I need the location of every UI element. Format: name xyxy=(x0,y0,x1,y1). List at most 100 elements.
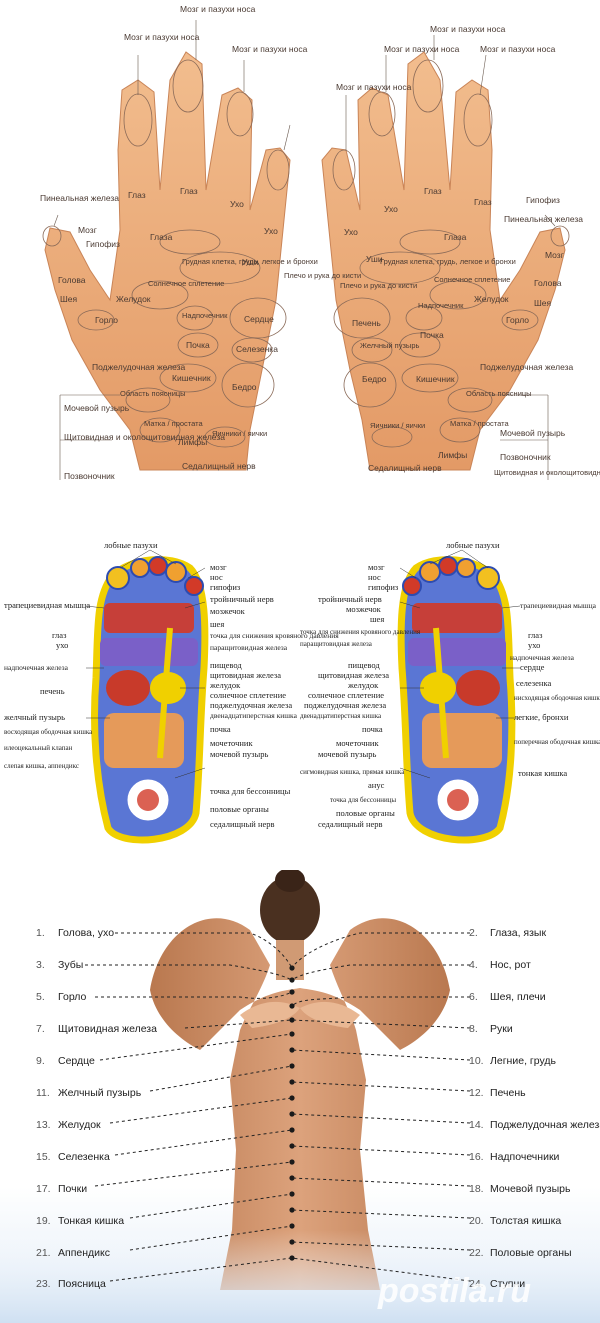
hand-label: Матка / простата xyxy=(144,419,204,428)
foot-label: нос xyxy=(368,572,381,582)
foot-label: двенадцатиперстная кишка xyxy=(300,712,382,720)
foot-label: мочевой пузырь xyxy=(318,749,376,759)
hand-label: Мозг xyxy=(545,250,564,260)
hand-label: Лимфы xyxy=(178,437,207,447)
hand-label: Мочевой пузырь xyxy=(64,403,130,413)
spine-item-label: Руки xyxy=(490,1023,513,1035)
hand-label: Печень xyxy=(352,318,381,328)
spine-item-number: 14. xyxy=(469,1119,484,1131)
spine-item-number: 8. xyxy=(469,1023,478,1035)
spine-item-label: Желчный пузырь xyxy=(58,1087,142,1099)
foot-label: желудок xyxy=(209,680,241,690)
hands-drawing: Мозг и пазухи носа Мозг и пазухи носа Мо… xyxy=(40,4,600,481)
hand-label: Сердце xyxy=(244,314,274,324)
spine-item-number: 18. xyxy=(469,1183,484,1195)
foot-label: мочеточник xyxy=(210,738,253,748)
foot-label: сердце xyxy=(520,662,545,672)
spine-item-number: 6. xyxy=(469,991,478,1003)
right-foot xyxy=(397,556,516,844)
spine-item-number: 4. xyxy=(469,959,478,971)
back-figure xyxy=(150,870,450,1290)
hand-label: Гипофиз xyxy=(86,239,120,249)
foot-label: паращитовидная железа xyxy=(210,643,288,652)
spine-item-number: 19. xyxy=(36,1215,51,1227)
spine-item-number: 3. xyxy=(36,959,45,971)
hand-label: Глаза xyxy=(150,232,173,242)
foot-label: пищевод xyxy=(210,660,242,670)
foot-leader-lines xyxy=(85,549,521,779)
hand-label: Желчный пузырь xyxy=(360,341,419,350)
foot-label: селезенка xyxy=(516,678,551,688)
hand-label: Седалищный нерв xyxy=(368,463,442,473)
foot-label: точка для бессонницы xyxy=(330,796,396,804)
hand-label: Глаз xyxy=(128,190,146,200)
foot-label: точка для снижения кровяного давления xyxy=(300,628,421,636)
spine-item-number: 22. xyxy=(469,1247,484,1259)
spine-item-label: Ступни xyxy=(490,1278,525,1290)
hand-label: Область поясницы xyxy=(466,389,532,398)
hand-label: Поджелудочная железа xyxy=(480,362,574,372)
left-hand-labels: Мозг и пазухи носа Мозг и пазухи носа Мо… xyxy=(40,4,361,481)
hand-label: Шея xyxy=(60,294,78,304)
hand-label: Глаз xyxy=(180,186,198,196)
spine-item-number: 5. xyxy=(36,991,45,1003)
hand-label: Мозг и пазухи носа xyxy=(232,44,308,54)
foot-label: почка xyxy=(362,724,383,734)
spine-dots xyxy=(289,965,295,1261)
hand-label: Почка xyxy=(186,340,210,350)
foot-label: половые органы xyxy=(336,808,395,818)
hand-reflexology-diagram: Мозг и пазухи носа Мозг и пазухи носа Мо… xyxy=(0,0,600,515)
hand-label: Поджелудочная железа xyxy=(92,362,186,372)
foot-label: пищевод xyxy=(348,660,380,670)
hand-label: Надпочечник xyxy=(182,311,228,320)
foot-label: желчный пузырь xyxy=(3,712,65,722)
foot-label: желудок xyxy=(347,680,379,690)
hand-label: Ухо xyxy=(264,226,278,236)
hand-label: Грудная клетка, грудь, легкое и бронхи xyxy=(182,257,318,266)
foot-label: легкие, бронхи xyxy=(514,712,569,722)
foot-label: поперечная ободочная кишка xyxy=(514,738,600,746)
hand-label: Мозг и пазухи носа xyxy=(480,44,556,54)
hand-label: Мозг и пазухи носа xyxy=(180,4,256,14)
hand-label: Горло xyxy=(95,315,118,325)
foot-label: мозжечок xyxy=(210,606,246,616)
hand-label: Бедро xyxy=(232,382,257,392)
spine-item-label: Толстая кишка xyxy=(490,1215,561,1227)
hand-label: Глаз xyxy=(424,186,442,196)
hand-label: Бедро xyxy=(362,374,387,384)
spine-item-label: Аппендикс xyxy=(58,1247,110,1259)
hand-label: Надпочечник xyxy=(418,301,464,310)
foot-label: сигмовидная кишка, прямая кишка xyxy=(300,768,405,776)
foot-label: слепая кишка, аппендикс xyxy=(4,762,79,770)
hand-label: Плечо и рука до кисти xyxy=(340,281,417,290)
foot-label: тройничный нерв xyxy=(318,594,382,604)
spine-item-number: 15. xyxy=(36,1151,51,1163)
spine-connectors xyxy=(85,932,471,1282)
foot-label: гипофиз xyxy=(210,582,241,592)
hand-label: Горло xyxy=(506,315,529,325)
hand-label: Щитовидная и околощитовидная железа xyxy=(494,468,600,477)
spine-item-number: 21. xyxy=(36,1247,51,1259)
hand-label: Позвоночник xyxy=(500,452,551,462)
hand-label: Мозг и пазухи носа xyxy=(124,32,200,42)
foot-label: тройничный нерв xyxy=(210,594,274,604)
spine-item-label: Легние, грудь xyxy=(490,1055,556,1067)
hand-label: Селезенка xyxy=(236,344,278,354)
foot-label: половые органы xyxy=(210,804,269,814)
foot-label: двенадцатиперстная кишка xyxy=(210,711,298,720)
hand-label: Мозг xyxy=(78,225,97,235)
foot-label: мозг xyxy=(210,562,227,572)
foot-label: нос xyxy=(210,572,223,582)
hand-label: Мозг и пазухи носа xyxy=(384,44,460,54)
right-foot-labels: лобные пазухи мозг нос гипофиз тройничны… xyxy=(300,540,600,829)
hand-label: Пинеальная железа xyxy=(40,193,119,203)
hand-label: Почка xyxy=(420,330,444,340)
foot-label: надпочечная железа xyxy=(4,663,69,672)
left-hand-zones xyxy=(42,59,290,448)
left-foot xyxy=(91,556,209,844)
hand-label: Голова xyxy=(58,275,86,285)
spine-item-label: Почки xyxy=(58,1183,87,1195)
foot-label: глаз xyxy=(528,630,543,640)
hand-label: Солнечное сплетение xyxy=(434,275,510,284)
